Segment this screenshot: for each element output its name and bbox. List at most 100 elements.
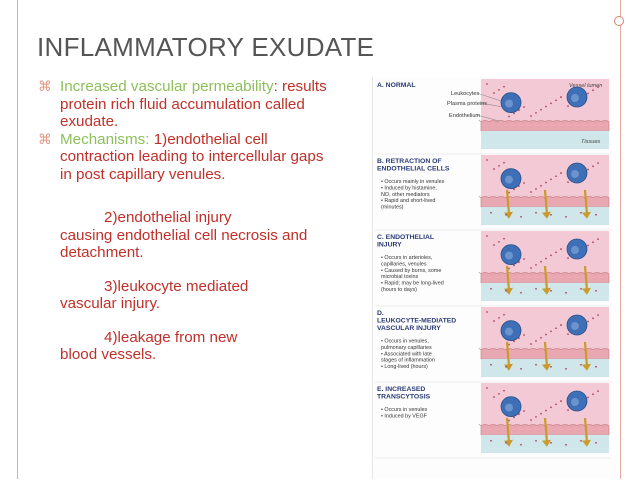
arrow-head [542,363,551,371]
plasma-protein-dot [523,182,525,184]
plasma-protein-dot [545,409,547,412]
plasma-protein-dot [535,111,537,114]
endothelium-layer [478,196,610,208]
panel-note: (minutes) [381,205,404,211]
escaped-protein-dot [535,439,537,442]
plasma-protein-dot [503,389,505,392]
plasma-protein-dot [503,313,505,316]
escaped-protein-dot [550,289,552,292]
plasma-protein-dot [587,168,589,171]
arrow-head [504,363,513,371]
escaped-protein-dot [520,443,522,446]
panel-note: capillaries, venules [381,261,427,267]
escaped-protein-dot [520,215,522,218]
leukocyte-nucleus [505,175,513,184]
plasma-protein-dot [508,419,510,422]
leukocytes-label: Leukocytes [451,91,479,97]
plasma-protein-dot [523,106,525,108]
leader-line [476,92,502,102]
escaped-protein-dot [565,443,567,446]
leakage-arrow [583,341,589,367]
plasma-protein-dot [597,314,599,317]
plasma-protein-dot [498,88,500,91]
sub-point-number: 3)leukocyte mediated [104,277,249,295]
corner-circle-ornament [614,16,624,26]
leakage-arrow [543,341,549,367]
plasma-protein-dot [530,115,532,117]
bullet-icon: ⌘ [38,130,52,147]
panel-note: NO, other mediators [381,192,430,198]
leukocyte-nucleus [571,246,579,255]
panel-note: • Rapid; may be long-lived [381,281,444,287]
panel-title: ENDOTHELIAL CELLS [377,166,450,173]
plasma-protein-dot [503,85,505,88]
plasma-protein-dot [560,400,562,402]
plasma-protein-dot [508,115,510,118]
plasma-proteins-label: Plasma proteins [447,101,487,107]
plasma-protein-dot [587,396,589,399]
plasma-protein-dot [530,343,532,345]
endothelium-label: Endothelium [449,113,480,119]
panel-note: • Associated with late [381,351,432,357]
plasma-protein-dot [523,334,525,336]
endothelium-layer [478,348,610,360]
panel-title: C. ENDOTHELIAL [377,234,434,241]
plasma-protein-dot [550,102,552,105]
plasma-protein-dot [486,387,488,389]
panel-title: A. NORMAL [377,82,416,89]
escaped-protein-dot [580,363,582,366]
endothelium-layer [478,120,610,132]
plasma-protein-dot [555,175,557,178]
right-border-line [620,0,621,479]
arrow-head [582,211,591,219]
plasma-protein-dot [560,324,562,326]
escaped-protein-dot [490,363,492,366]
leakage-arrow [505,417,511,443]
escaped-protein-dot [490,287,492,290]
leader-line [476,114,500,122]
leakage-arrow [505,341,511,367]
plasma-protein-dot [513,264,515,267]
plasma-protein-dot [555,403,557,406]
escaped-protein-dot [520,367,522,370]
escaped-protein-dot [490,439,492,442]
leukocyte-nucleus [505,251,513,260]
plasma-protein-dot [486,159,488,161]
panel-title: D. [377,310,384,317]
leakage-arrow [505,265,511,291]
plasma-protein-dot [555,99,557,102]
bullet-text: 1)endothelial cell contraction leading t… [60,130,324,183]
plasma-protein-dot [535,263,537,266]
endothelium-layer [478,272,610,284]
plasma-protein-dot [493,244,495,246]
escaped-protein-dot [505,441,507,444]
panel-title: INJURY [377,242,402,249]
escaped-protein-dot [550,365,552,368]
plasma-protein-dot [567,181,569,184]
plasma-protein-dot [592,89,594,92]
escaped-protein-dot [535,211,537,214]
panel-title: B. RETRACTION OF [377,158,442,165]
escaped-protein-dot [565,215,567,218]
leukocyte-nucleus [571,398,579,407]
plasma-protein-dot [503,237,505,240]
plasma-protein-dot [498,164,500,167]
plasma-protein-dot [513,188,515,191]
leukocyte-nucleus [571,94,579,103]
escaped-protein-dot [595,365,597,368]
plasma-protein-dot [493,396,495,398]
panel-note: pulmonary capillaries [381,345,432,351]
plasma-protein-dot [550,178,552,181]
plasma-protein-dot [550,254,552,257]
left-border-line [17,0,18,479]
leakage-arrow [543,265,549,291]
panel-note: • Long-lived (hours) [381,364,428,370]
plasma-protein-dot [535,339,537,342]
escaped-protein-dot [565,367,567,370]
arrow-head [504,211,513,219]
plasma-protein-dot [597,238,599,241]
plasma-protein-dot [530,267,532,269]
plasma-protein-dot [513,112,515,115]
leakage-arrow [543,417,549,443]
